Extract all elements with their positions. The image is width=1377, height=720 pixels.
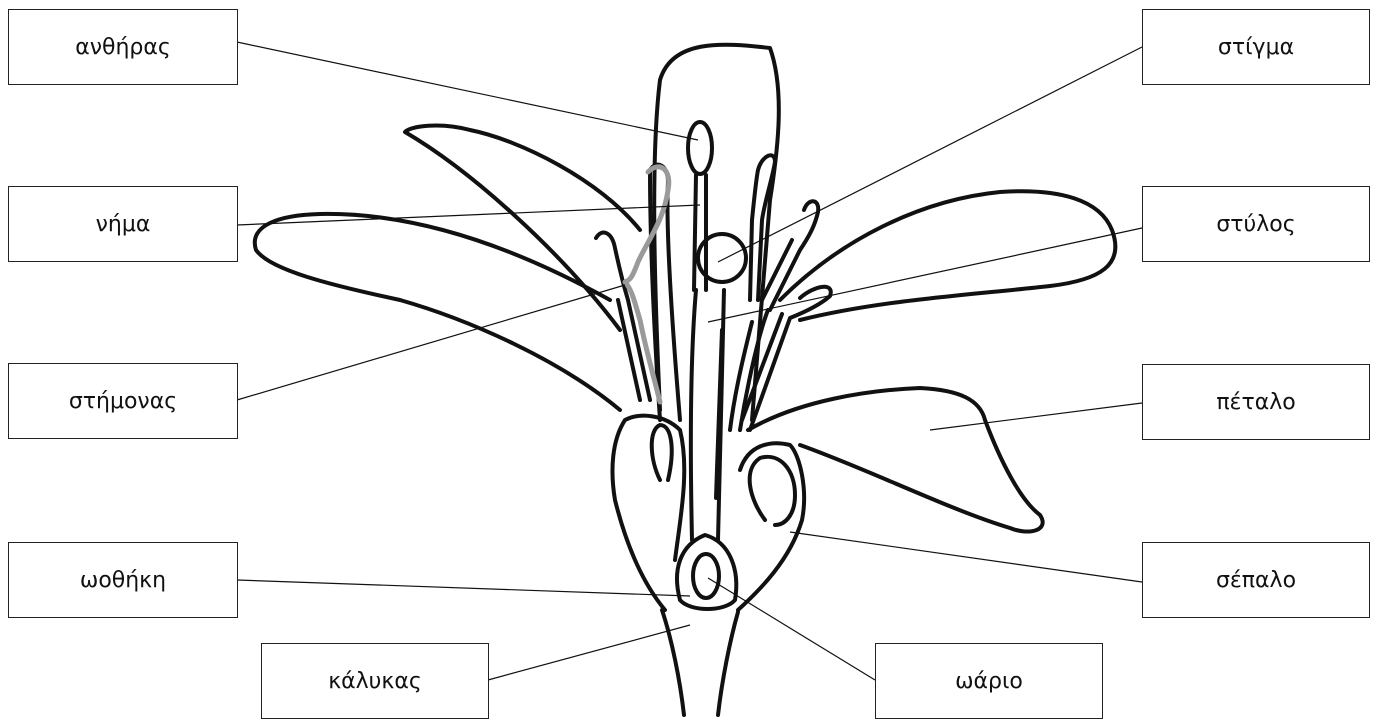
flower-drawing (255, 45, 1116, 715)
label-ovule: ωάριο (875, 643, 1103, 719)
leader-lines (237, 42, 1142, 680)
filament-center (694, 175, 706, 290)
label-anther: ανθήρας (8, 9, 238, 85)
ovule-shape (693, 554, 719, 598)
sepal-left-lobe (652, 425, 672, 480)
leader-ovary (237, 580, 690, 596)
leader-petal (930, 403, 1142, 430)
anther-shape (688, 122, 712, 174)
label-stigma: στίγμα (1142, 9, 1370, 85)
sepal-right (738, 443, 804, 610)
petal-right-upper (780, 191, 1115, 320)
sepal-right-lobe (750, 457, 795, 525)
stem (662, 610, 738, 715)
petal-left-long (255, 214, 620, 410)
label-calyx: κάλυκας (261, 643, 489, 719)
label-ovary: ωοθήκη (8, 542, 238, 618)
leader-sepal (790, 532, 1142, 582)
label-petal: πέταλο (1142, 364, 1370, 440)
label-stamen: στήμονας (8, 363, 238, 439)
label-style: στύλος (1142, 186, 1370, 262)
leader-calyx (488, 625, 690, 680)
leader-stamen (237, 285, 625, 400)
leader-anther (237, 42, 698, 140)
label-filament: νήμα (8, 186, 238, 262)
label-sepal: σέπαλο (1142, 542, 1370, 618)
leader-stigma (718, 47, 1142, 262)
